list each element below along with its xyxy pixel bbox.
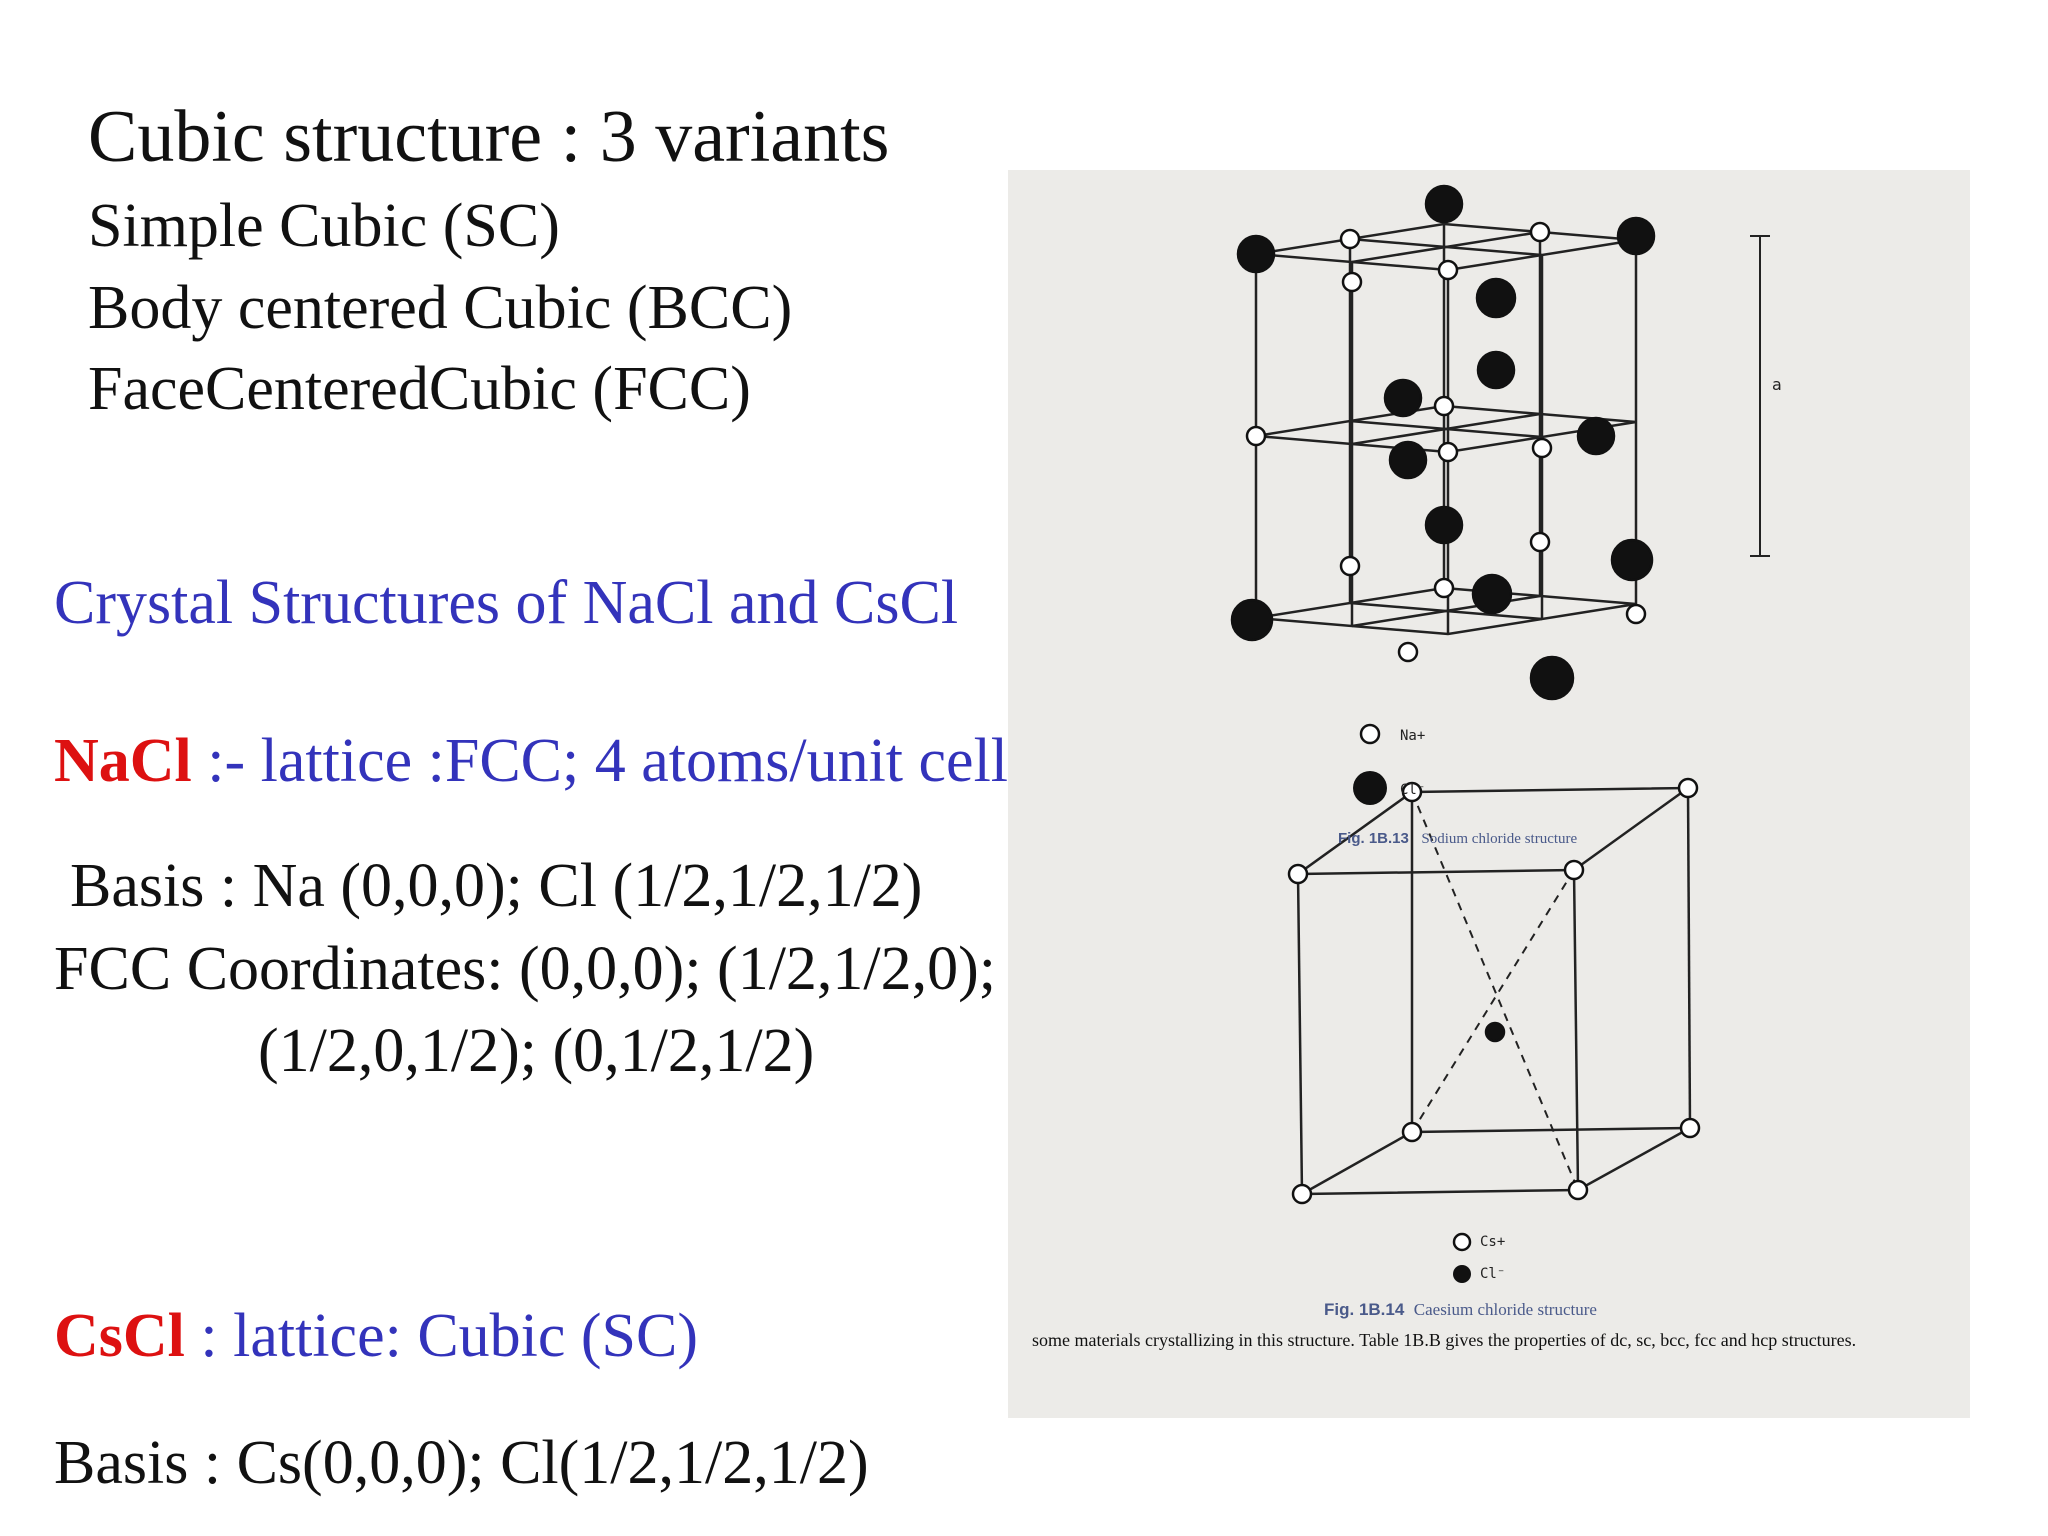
nacl-atoms — [1230, 184, 1656, 701]
cscl-lattice — [1294, 786, 1692, 1196]
nacl-line: NaCl :- lattice :FCC; 4 atoms/unit cell — [54, 730, 1008, 792]
cscl-basis: Basis : Cs(0,0,0); Cl(1/2,1/2,1/2) — [54, 1429, 869, 1497]
variant-sc: Simple Cubic (SC) — [88, 192, 560, 260]
nacl-desc: :- lattice :FCC; 4 atoms/unit cell — [191, 727, 1009, 795]
fcc-coordinates-line2: (1/2,0,1/2); (0,1/2,1/2) — [258, 1017, 815, 1085]
cscl-atoms — [1287, 777, 1701, 1205]
legend-cl-label: Cl⁻ — [1400, 782, 1426, 798]
fig-cscl-title: Caesium chloride structure — [1413, 1300, 1597, 1319]
legend-cs-label: Cs+ — [1480, 1234, 1506, 1250]
fig-nacl-caption: Fig. 1B.13 Sodium chloride structure — [1338, 830, 1577, 848]
textbook-scan-figure: a — [1008, 170, 1970, 1418]
scan-body-text: some materials crystallizing in this str… — [1032, 1330, 1857, 1350]
fcc-coordinates-line1: FCC Coordinates: (0,0,0); (1/2,1/2,0); — [54, 935, 997, 1003]
cscl-line: CsCl : lattice: Cubic (SC) — [54, 1305, 698, 1367]
legend-cl-circle — [1353, 771, 1387, 805]
legend-cl2-circle — [1453, 1265, 1471, 1283]
fig-cscl-number: Fig. 1B.14 — [1324, 1300, 1405, 1319]
slide-title: Cubic structure : 3 variants — [88, 96, 890, 178]
crystal-structures-heading: Crystal Structures of NaCl and CsCl — [54, 569, 959, 637]
crystal-diagrams-svg: a — [1230, 184, 1782, 1283]
fig-nacl-title: Sodium chloride structure — [1421, 831, 1578, 847]
fig-cscl-caption: Fig. 1B.14 Caesium chloride structure — [1324, 1300, 1597, 1320]
cscl-label: CsCl — [54, 1302, 185, 1370]
legend-cs-circle — [1452, 1232, 1472, 1252]
dimension-marker — [1750, 235, 1770, 557]
legend-na-label: Na+ — [1400, 728, 1426, 744]
nacl-label: NaCl — [54, 727, 192, 795]
dimension-label: a — [1772, 375, 1782, 394]
nacl-basis: Basis : Na (0,0,0); Cl (1/2,1/2,1/2) — [70, 852, 923, 920]
cscl-desc: : lattice: Cubic (SC) — [184, 1302, 699, 1370]
variant-bcc: Body centered Cubic (BCC) — [88, 274, 793, 342]
fig-nacl-number: Fig. 1B.13 — [1338, 830, 1409, 847]
legend-na-circle — [1359, 723, 1381, 745]
variant-fcc: FaceCenteredCubic (FCC) — [88, 355, 751, 423]
legend-cl2-label: Cl⁻ — [1480, 1266, 1506, 1282]
